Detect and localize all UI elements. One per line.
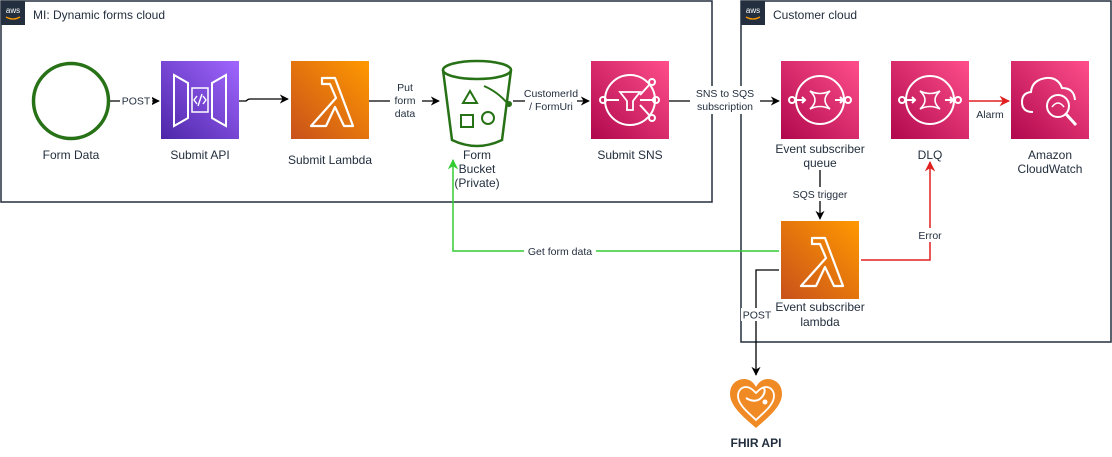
edge-get-form-data: Get form data (447, 158, 779, 258)
sqs-icon (891, 61, 969, 139)
svg-text:aws: aws (746, 6, 760, 15)
svg-text:Alarm: Alarm (976, 109, 1004, 121)
svg-text:Form Data: Form Data (43, 148, 100, 162)
edge-sqs-trigger: SQS trigger (787, 170, 853, 220)
svg-text:POST: POST (743, 310, 772, 322)
lambda-icon (291, 61, 369, 139)
sns-icon (591, 61, 669, 139)
node-fhir-api: FHIR API (730, 379, 782, 450)
group-title-right: Customer cloud (773, 8, 857, 22)
edge-post-form-to-api: POST (109, 94, 160, 108)
node-form-data: Form Data (31, 61, 111, 162)
svg-text:Amazon: Amazon (1028, 148, 1072, 162)
svg-text:queue: queue (803, 156, 837, 170)
edge-customerid-formuri: CustomerId / FormUri (513, 86, 590, 114)
node-form-bucket: Form Bucket (Private) (441, 59, 513, 190)
svg-text:Submit SNS: Submit SNS (597, 148, 662, 162)
edge-error: Error (861, 160, 947, 261)
group-title-left: MI: Dynamic forms cloud (33, 8, 165, 22)
svg-text:lambda: lambda (800, 315, 840, 329)
fhir-heart-icon (730, 379, 782, 428)
node-event-subscriber-lambda: Event subscriber lambda (775, 221, 865, 329)
svg-text:form: form (395, 95, 416, 107)
node-event-subscriber-queue: Event subscriber queue (775, 61, 865, 170)
svg-text:Bucket: Bucket (459, 162, 496, 176)
svg-text:(Private): (Private) (454, 176, 499, 190)
svg-text:SNS to SQS: SNS to SQS (696, 88, 754, 100)
svg-text:data: data (395, 108, 416, 120)
circle-icon (31, 61, 111, 141)
node-submit-sns: Submit SNS (591, 61, 669, 162)
aws-logo-icon: aws (1, 1, 25, 25)
svg-text:CustomerId: CustomerId (524, 88, 578, 100)
s3-bucket-icon (441, 59, 513, 148)
aws-logo-icon: aws (741, 1, 765, 25)
group-customer-cloud: aws Customer cloud (740, 0, 1112, 343)
svg-text:Submit Lambda: Submit Lambda (288, 153, 372, 167)
svg-text:Form: Form (463, 148, 491, 162)
svg-text:SQS trigger: SQS trigger (793, 189, 848, 201)
svg-text:Event subscriber: Event subscriber (775, 142, 864, 156)
sqs-icon (781, 61, 859, 139)
svg-text:Event subscriber: Event subscriber (775, 300, 864, 314)
svg-text:Error: Error (918, 230, 942, 242)
edge-put-form-data: Put form data (369, 80, 440, 120)
svg-text:FHIR API: FHIR API (731, 436, 782, 450)
node-amazon-cloudwatch: Amazon CloudWatch (1011, 61, 1089, 176)
edge-sns-to-sqs: SNS to SQS subscription (669, 86, 780, 114)
cloudwatch-icon (1011, 61, 1089, 139)
node-dlq: DLQ (891, 61, 969, 162)
svg-text:CloudWatch: CloudWatch (1018, 162, 1083, 176)
edge-api-to-lambda (237, 94, 289, 104)
svg-text:Submit API: Submit API (170, 148, 229, 162)
node-submit-lambda: Submit Lambda (288, 61, 372, 167)
svg-text:subscription: subscription (697, 101, 753, 113)
svg-text:/ FormUri: / FormUri (529, 101, 573, 113)
svg-text:DLQ: DLQ (918, 148, 943, 162)
edge-alarm: Alarm (969, 95, 1011, 121)
svg-text:Put: Put (397, 82, 413, 94)
svg-text:aws: aws (6, 6, 20, 15)
svg-text:POST: POST (122, 96, 151, 108)
node-submit-api: Submit API (161, 61, 239, 162)
edge-post-to-fhir: POST (741, 269, 779, 376)
lambda-icon (781, 221, 859, 299)
svg-text:Get form data: Get form data (528, 246, 592, 258)
